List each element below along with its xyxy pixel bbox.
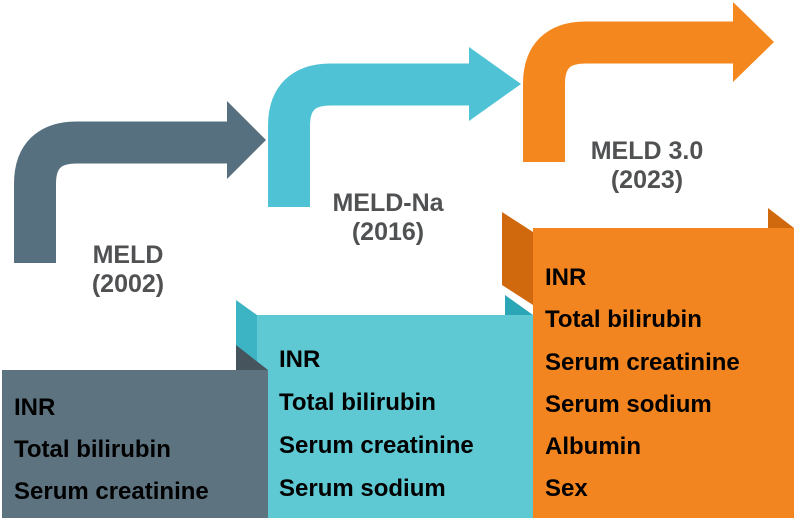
meld-corner-fold [236, 345, 268, 370]
meld-item: Total bilirubin [14, 436, 171, 463]
meld-panel [2, 370, 268, 518]
meldna-item: INR [279, 346, 320, 373]
meld3-item: Sex [545, 475, 588, 502]
meldna-item: Total bilirubin [279, 389, 436, 416]
meld3-corner-fold [768, 208, 794, 228]
stage-year-meld3: (2023) [611, 166, 683, 194]
meldna-corner-fold [505, 295, 533, 315]
meld3-item: Albumin [545, 433, 641, 460]
meldna-item: Serum creatinine [279, 432, 474, 459]
stage-year-meld: (2002) [92, 270, 164, 298]
curved-arrow-icon-meld [14, 121, 228, 263]
curved-arrow-icon-meldna [268, 63, 470, 207]
meld3-item: Total bilirubin [545, 306, 702, 333]
arrowhead-icon-meldna [469, 47, 521, 121]
stage-title-meld3: MELD 3.0 [591, 137, 704, 165]
stage-title-meldna: MELD-Na [332, 189, 444, 217]
meld3-item: Serum sodium [545, 391, 712, 418]
meldna-item: Serum sodium [279, 475, 446, 502]
curved-arrow-icon-meld3 [523, 21, 733, 162]
meld-item: INR [14, 394, 55, 421]
meld-item: Serum creatinine [14, 478, 209, 505]
meld3-item: INR [545, 264, 586, 291]
meld3-panel [533, 228, 794, 518]
meldna-panel [257, 315, 533, 518]
meld3-left-fold [502, 212, 533, 305]
arrowhead-icon-meld [227, 101, 266, 179]
arrowhead-icon-meld3 [733, 2, 774, 82]
stage-year-meldna: (2016) [352, 218, 424, 246]
meld3-item: Serum creatinine [545, 349, 740, 376]
stage-title-meld: MELD [93, 241, 164, 269]
